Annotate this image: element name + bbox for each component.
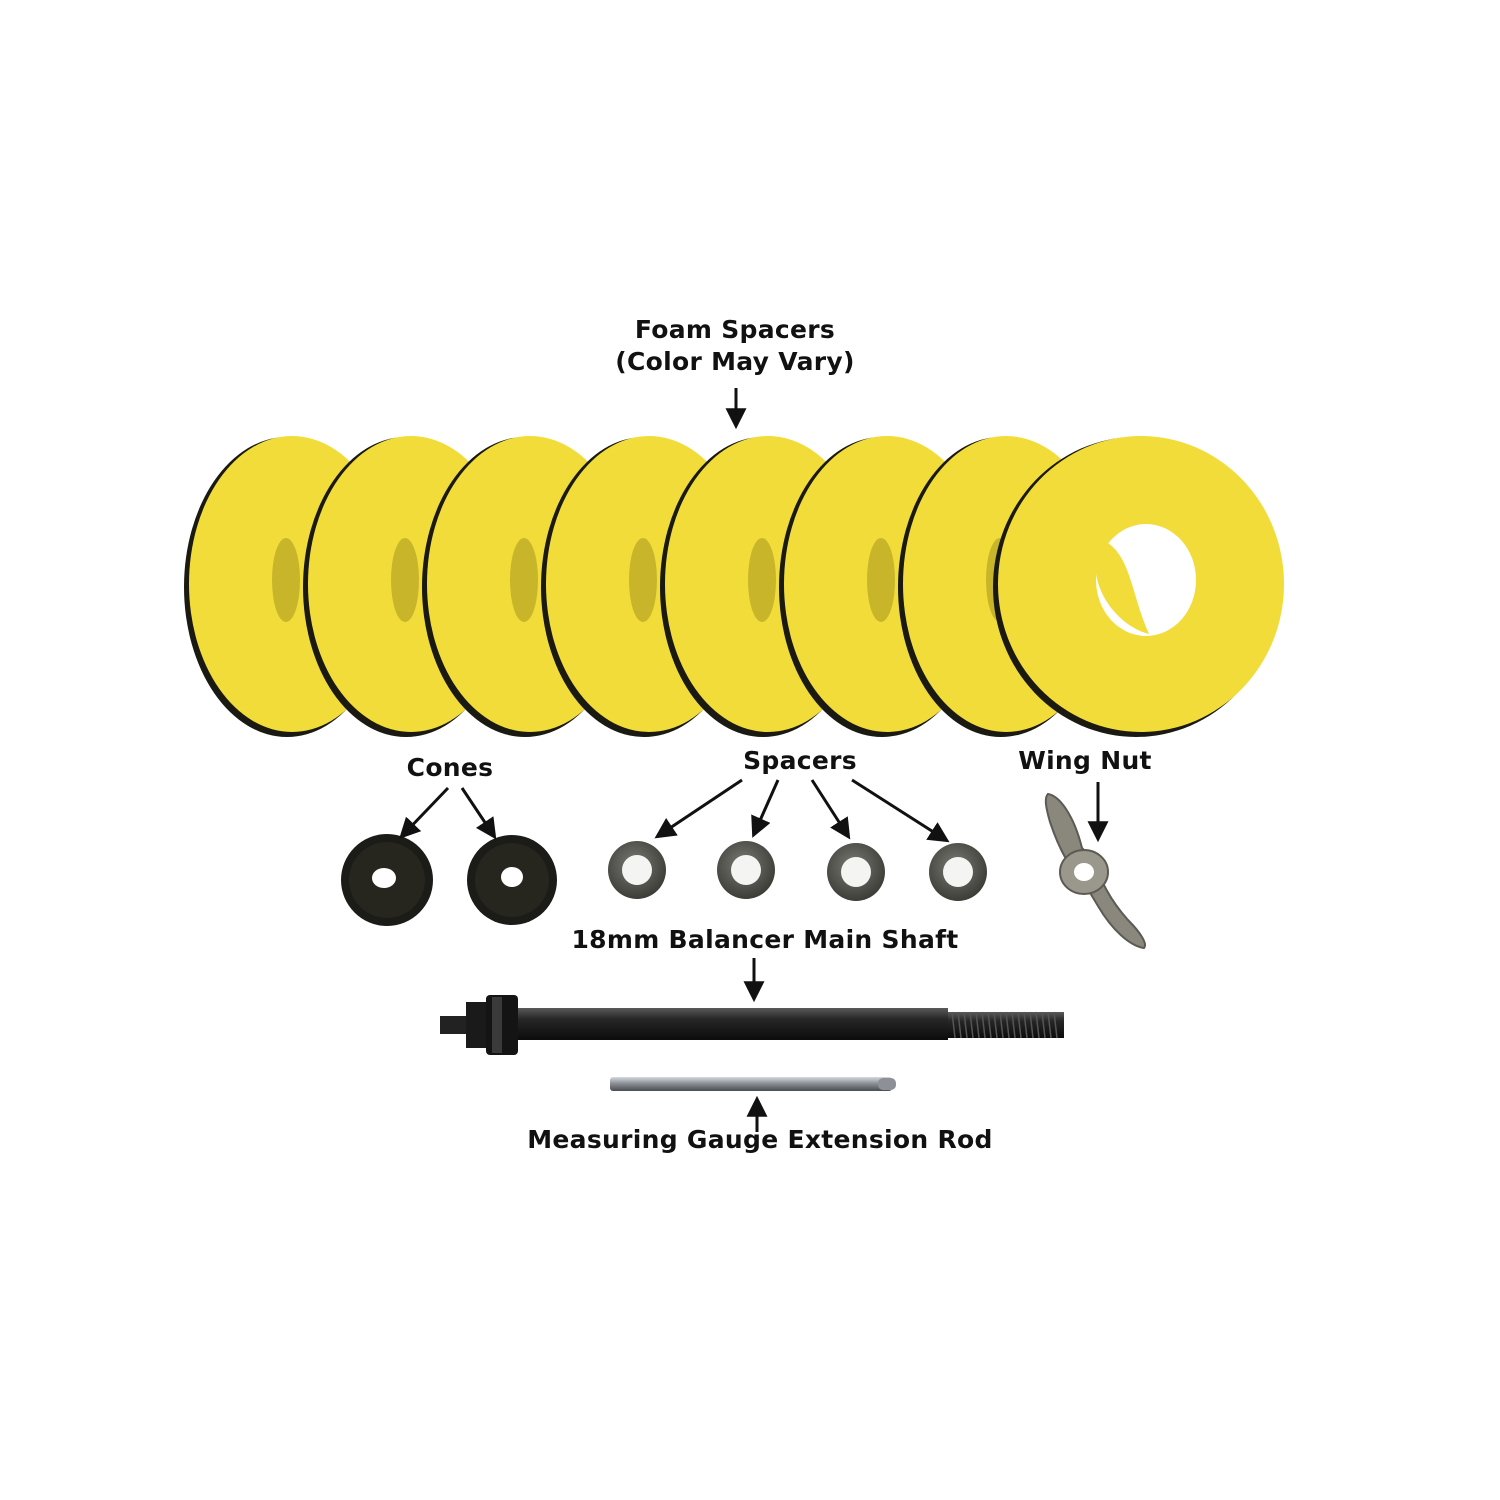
spacers	[608, 841, 987, 901]
spacers-arrow-4	[851, 778, 950, 843]
main-shaft	[440, 995, 1064, 1055]
extension-rod	[610, 1077, 896, 1091]
spacers-arrow-2	[751, 779, 780, 838]
foam-spacers	[184, 436, 1284, 737]
cones-arrow-right	[460, 787, 497, 840]
foam-spacers-label: Foam Spacers (Color May Vary)	[600, 314, 870, 378]
cone-2	[467, 835, 557, 925]
wing-nut-label: Wing Nut	[1018, 746, 1152, 775]
shaft-threads	[951, 1011, 1058, 1039]
wing-nut	[1044, 792, 1146, 950]
spacers-arrow-3	[810, 779, 851, 840]
spacers-arrow-1	[654, 778, 743, 839]
cone-1	[341, 834, 433, 926]
spacer-2	[717, 841, 775, 899]
spacer-4	[929, 843, 987, 901]
foam-spacer-8	[993, 436, 1284, 737]
foam-spacers-title: Foam Spacers	[634, 315, 836, 344]
cones-label: Cones	[406, 753, 494, 782]
cones-arrow-left	[399, 786, 450, 840]
extension-rod-label: Measuring Gauge Extension Rod	[527, 1125, 993, 1154]
cones	[341, 834, 557, 926]
main-shaft-label: 18mm Balancer Main Shaft	[571, 925, 959, 954]
spacer-1	[608, 841, 666, 899]
spacer-3	[827, 843, 885, 901]
spacers-label: Spacers	[743, 746, 857, 775]
foam-spacers-note: (Color May Vary)	[615, 347, 855, 376]
